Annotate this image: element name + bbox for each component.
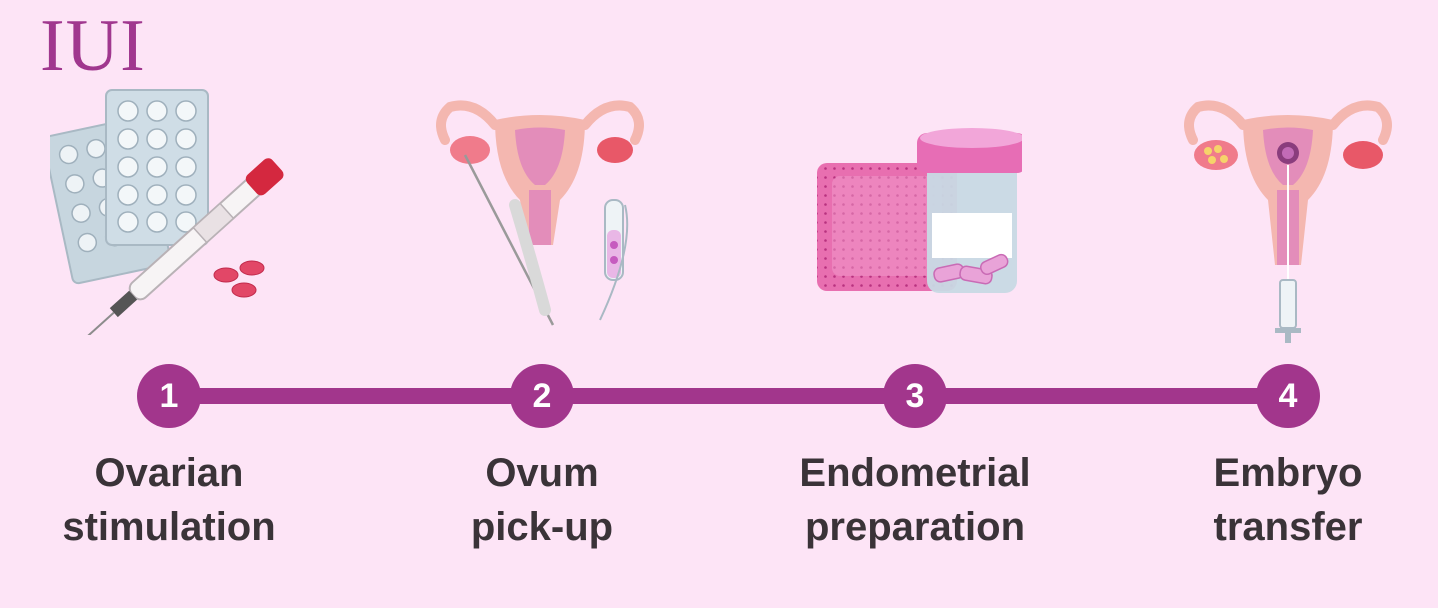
step-3-label: Endometrial preparation (765, 446, 1065, 554)
step-3-label-line2: preparation (804, 505, 1026, 549)
step-2-label-line1: Ovum (485, 451, 599, 495)
uterus-with-syringe-icon (1184, 100, 1392, 343)
step-4-label: Embryo transfer (1138, 446, 1438, 554)
step-3-number: 3 (883, 364, 947, 428)
step-1-label-line1: Ovarian (94, 451, 244, 495)
step-4-label-line2: transfer (1213, 505, 1363, 549)
step-1-label-line2: stimulation (62, 505, 276, 549)
step-1-label: Ovarian stimulation (19, 446, 319, 554)
step-2-number: 2 (510, 364, 574, 428)
patch-and-pill-jar-icon (817, 128, 1022, 293)
step-1-number: 1 (137, 364, 201, 428)
step-2-label: Ovum pick-up (392, 446, 692, 554)
step-4-number: 4 (1256, 364, 1320, 428)
uterus-with-needle-and-test-tube-icon (436, 100, 644, 326)
page-title: IUI (40, 5, 146, 87)
step-2-label-line2: pick-up (470, 505, 614, 549)
step-3-label-line1: Endometrial (799, 451, 1031, 495)
step-4-label-line1: Embryo (1213, 451, 1363, 495)
pills-and-injection-pen-icon (50, 89, 284, 335)
